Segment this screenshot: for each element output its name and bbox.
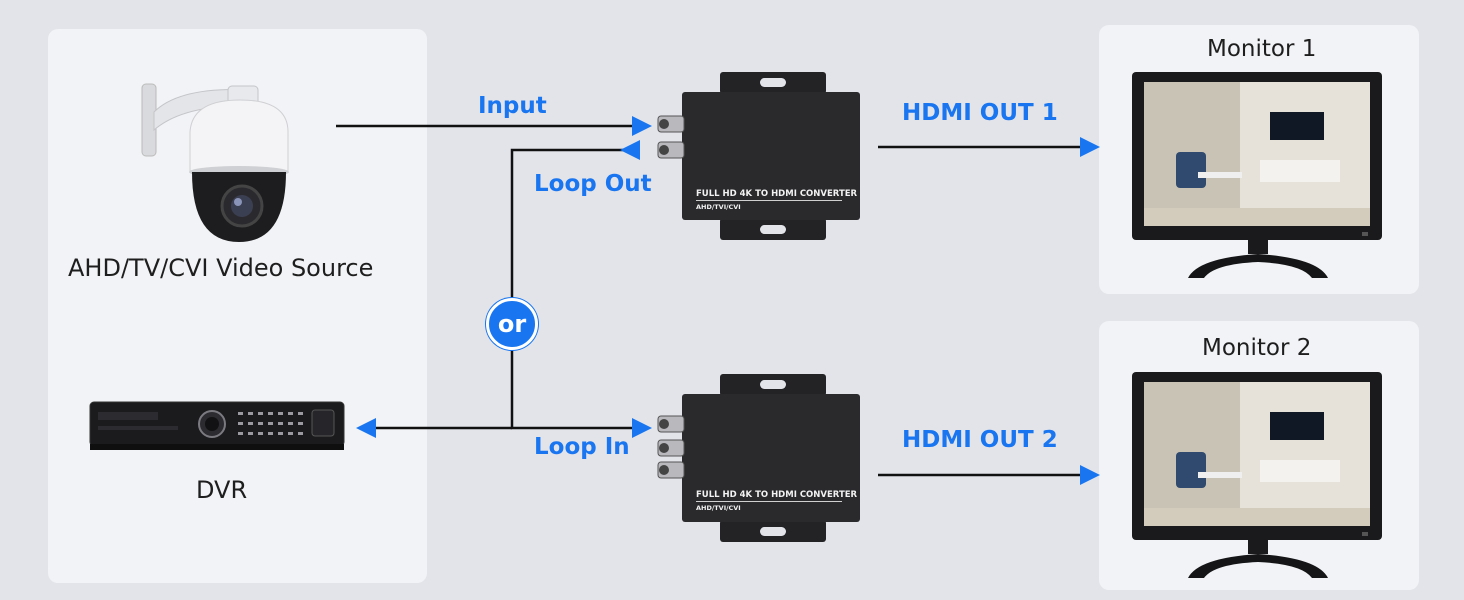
converter-1: FULL HD 4K TO HDMI CONVERTER AHD/TVI/CVI [656, 72, 862, 240]
dvr-label: DVR [196, 476, 248, 504]
hdmi-out-2-label: HDMI OUT 2 [902, 427, 1058, 453]
hdmi-out-1-label: HDMI OUT 1 [902, 100, 1058, 126]
monitor-2-image [1132, 372, 1384, 582]
loop-out-arrow [620, 140, 640, 160]
loop-out-label: Loop Out [534, 171, 652, 197]
or-badge: or [486, 298, 538, 350]
monitor-2-label: Monitor 2 [1202, 335, 1312, 361]
loop-in-arrow [632, 418, 652, 438]
monitor-1-label: Monitor 1 [1207, 36, 1317, 62]
converter-1-divider [696, 200, 842, 201]
hdmi-out-1-arrow [1080, 137, 1100, 157]
converter-1-subtitle: AHD/TVI/CVI [696, 203, 741, 211]
input-label: Input [478, 93, 547, 119]
converter-2: FULL HD 4K TO HDMI CONVERTER AHD/TVI/CVI [656, 374, 862, 542]
converter-1-title: FULL HD 4K TO HDMI CONVERTER [696, 189, 858, 199]
monitor-1-image [1132, 72, 1384, 282]
dvr-arrow [356, 418, 376, 438]
converter-2-subtitle: AHD/TVI/CVI [696, 504, 741, 512]
loop-in-label: Loop In [534, 434, 630, 460]
input-arrow [632, 116, 652, 136]
ptz-camera-image [140, 72, 290, 244]
converter-2-title: FULL HD 4K TO HDMI CONVERTER [696, 490, 858, 500]
loop-out-line [510, 148, 636, 430]
dvr-image [88, 398, 346, 454]
camera-label: AHD/TV/CVI Video Source [68, 254, 374, 282]
converter-2-divider [696, 501, 842, 502]
hdmi-out-2-arrow [1080, 465, 1100, 485]
